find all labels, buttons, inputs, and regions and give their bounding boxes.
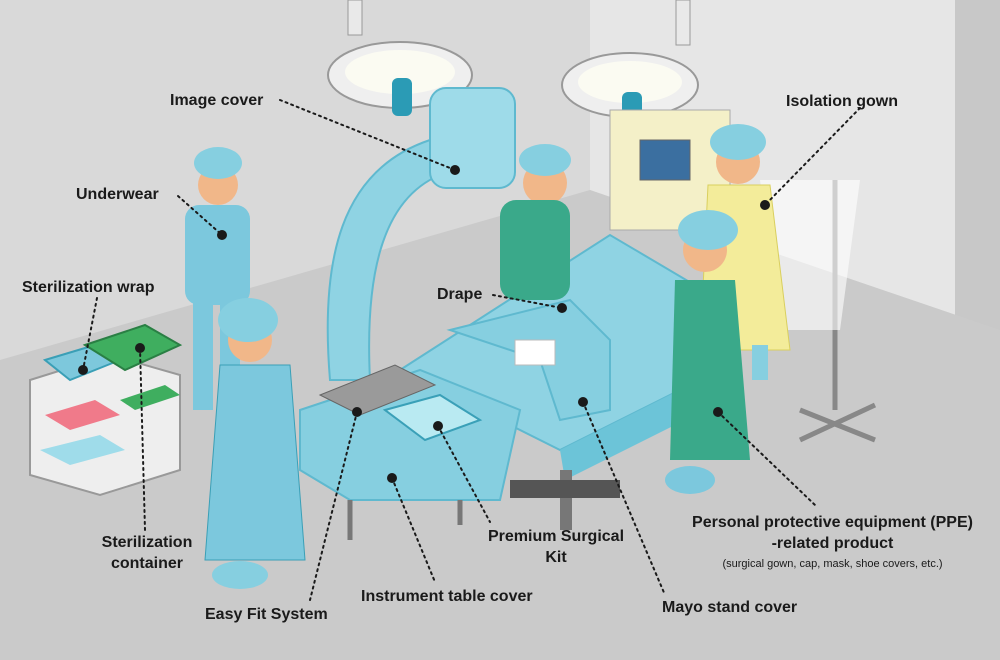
surgeon-ppe bbox=[665, 210, 750, 494]
label-premium-kit-line2: Kit bbox=[545, 549, 567, 566]
label-ppe-note: (surgical gown, cap, mask, shoe covers, … bbox=[722, 558, 943, 570]
label-sterilization-container-line1: Sterilization bbox=[101, 534, 193, 551]
label-mayo-stand-cover: Mayo stand cover bbox=[662, 599, 798, 616]
iv-stand bbox=[760, 180, 877, 443]
label-sterilization-container: Sterilization container bbox=[72, 532, 222, 574]
label-ppe-line1: Personal protective equipment (PPE) bbox=[692, 514, 973, 531]
leader-lines bbox=[82, 99, 861, 601]
surgeon-green-back bbox=[500, 144, 571, 300]
leader-dots bbox=[78, 165, 770, 483]
label-ppe-line2: -related product bbox=[771, 535, 894, 552]
label-drape: Drape bbox=[437, 286, 483, 303]
label-premium-kit-line1: Premium Surgical bbox=[487, 528, 625, 545]
staff-front-gown bbox=[204, 298, 306, 589]
label-easy-fit-system: Easy Fit System bbox=[205, 606, 328, 623]
label-sterilization-wrap: Sterilization wrap bbox=[22, 279, 155, 296]
label-premium-surgical-kit: Premium Surgical Kit bbox=[468, 526, 644, 568]
label-instrument-table-cover: Instrument table cover bbox=[361, 588, 533, 605]
label-underwear: Underwear bbox=[76, 186, 159, 203]
label-sterilization-container-line2: container bbox=[110, 555, 183, 572]
label-ppe: Personal protective equipment (PPE) -rel… bbox=[665, 512, 1000, 554]
surgical-light-right bbox=[561, 0, 699, 132]
mayo-stand-cover-shape bbox=[446, 298, 611, 422]
label-image-cover: Image cover bbox=[170, 92, 264, 109]
instrument-table-cover-shape bbox=[299, 364, 522, 540]
label-isolation-gown: Isolation gown bbox=[786, 93, 898, 110]
sterilization-cart bbox=[29, 323, 183, 497]
c-arm-image-cover bbox=[326, 87, 516, 381]
